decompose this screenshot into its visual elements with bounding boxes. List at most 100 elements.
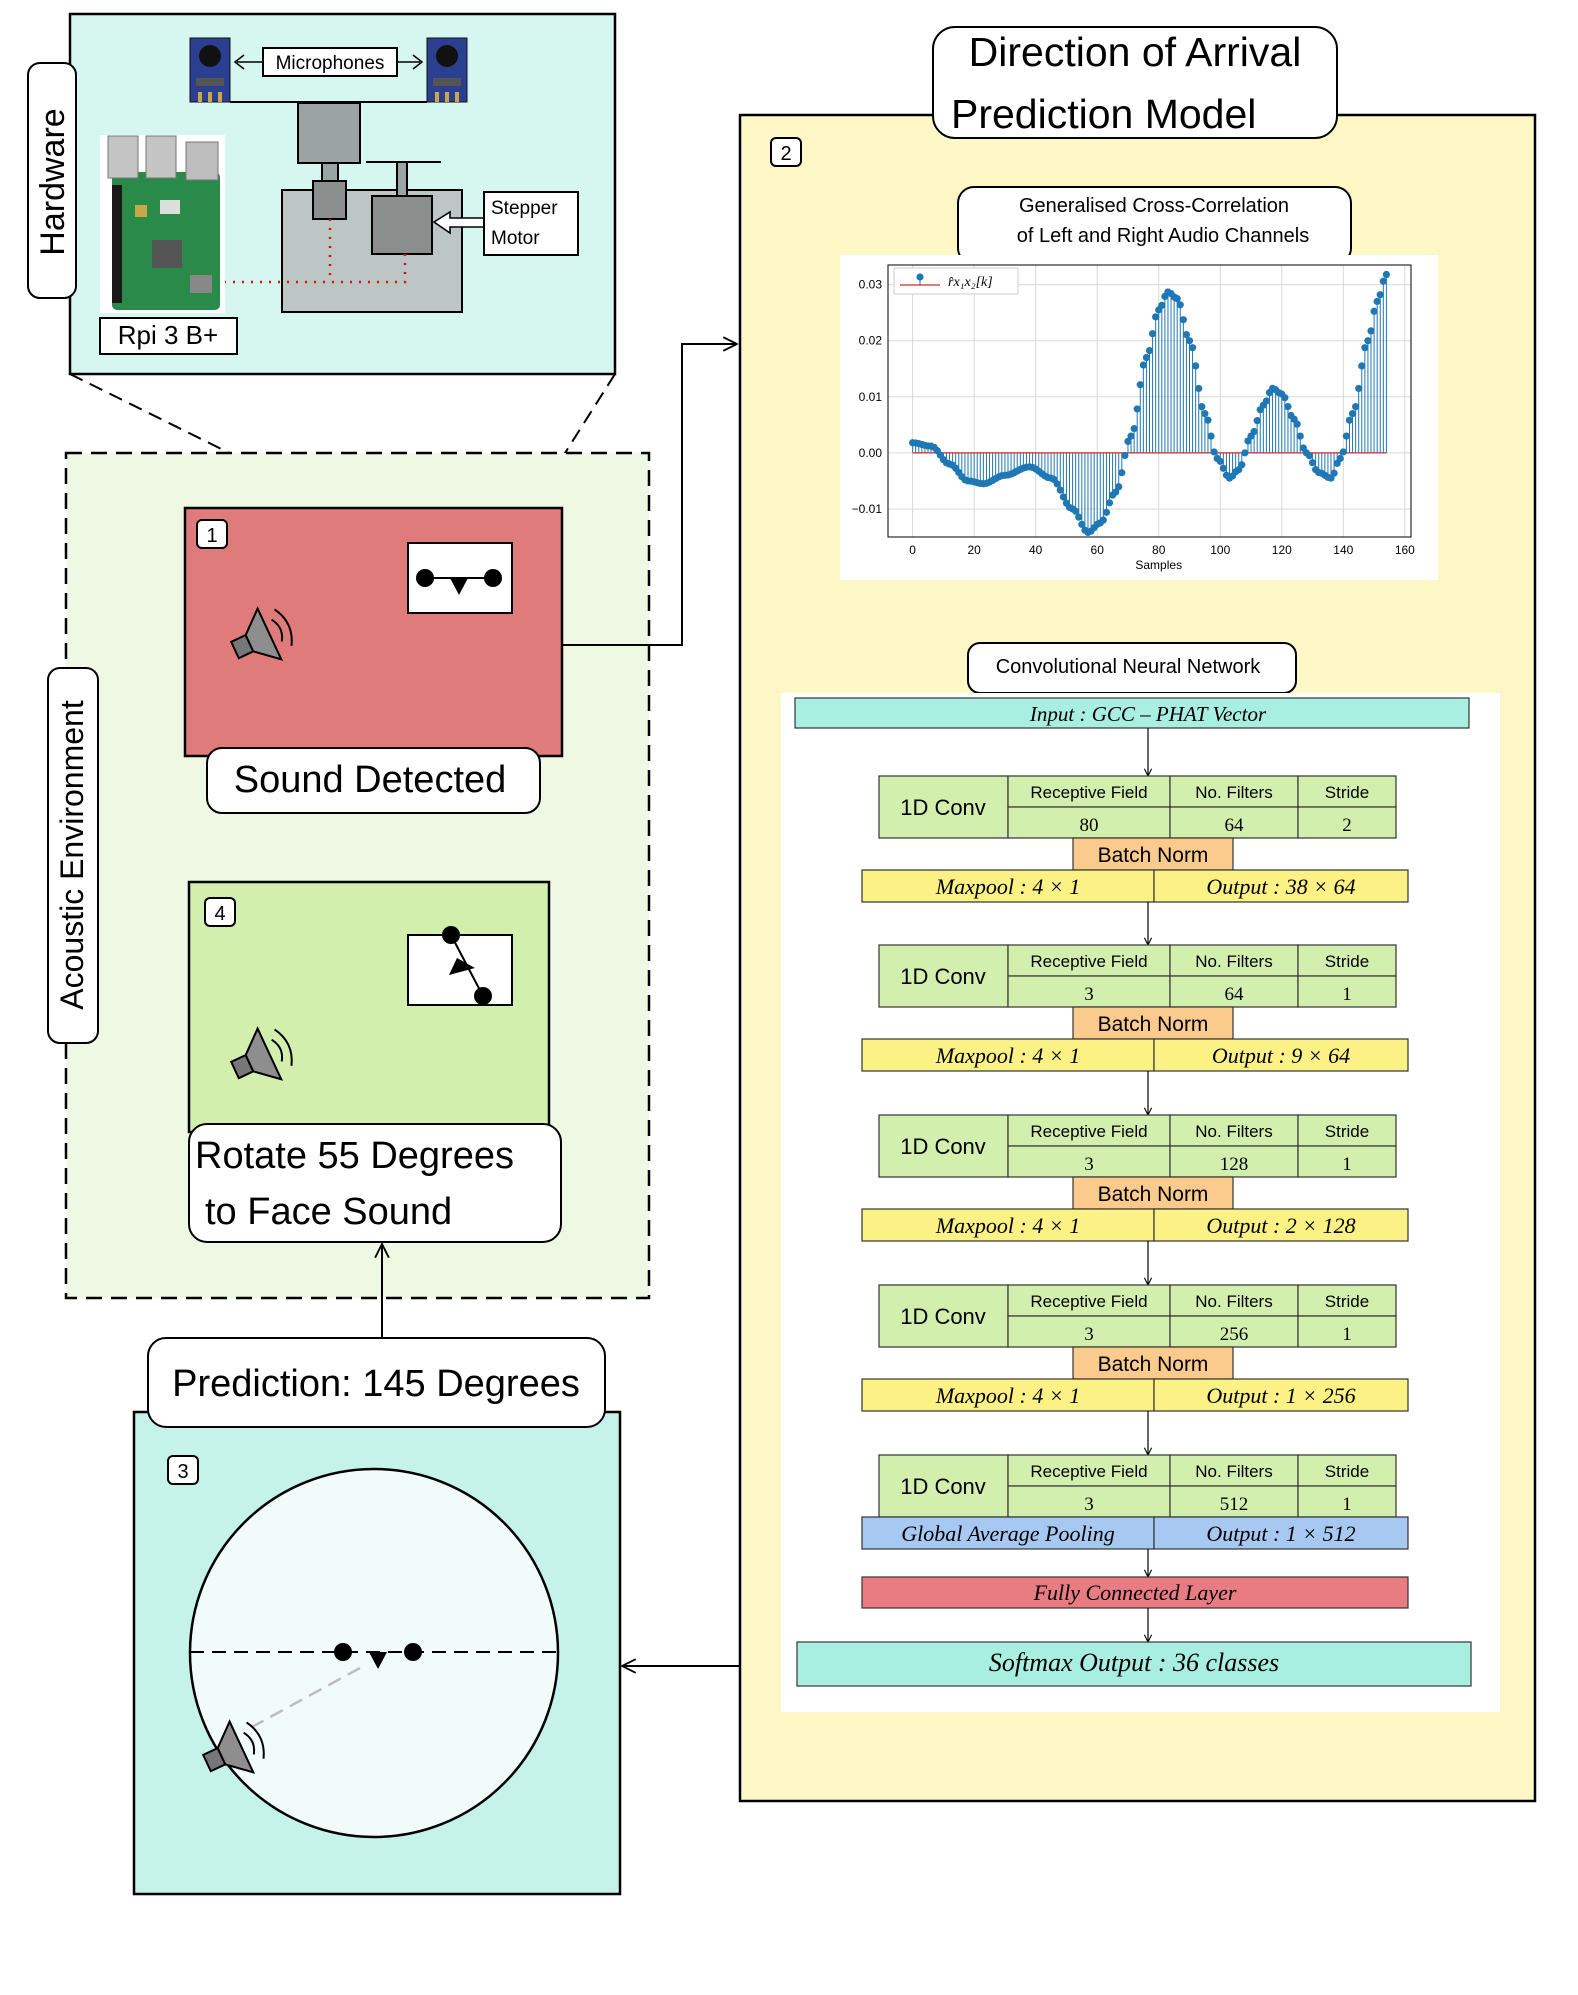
column-header: Stride bbox=[1325, 952, 1369, 971]
layer-value: 1 bbox=[1342, 984, 1352, 1005]
speaker-icon bbox=[201, 1719, 265, 1774]
stem-marker bbox=[1075, 513, 1083, 521]
stem-marker bbox=[1253, 417, 1261, 425]
stem-marker bbox=[1158, 301, 1166, 309]
maxpool-label: Maxpool : 4 × 1 bbox=[935, 1213, 1080, 1238]
stem-marker bbox=[1293, 420, 1301, 428]
stem-marker bbox=[1379, 277, 1387, 285]
stem-marker bbox=[1330, 469, 1338, 477]
column-header: Receptive Field bbox=[1030, 1292, 1147, 1311]
input-layer bbox=[794, 697, 1470, 729]
maxpool-label: Maxpool : 4 × 1 bbox=[935, 1383, 1080, 1408]
layer-value: 128 bbox=[1220, 1154, 1249, 1175]
stem-marker bbox=[1370, 307, 1378, 315]
stem-marker bbox=[1179, 316, 1187, 324]
hardware-panel: Microphones Stepper Motor bbox=[68, 12, 617, 376]
step4-caption-line1: Rotate 55 Degrees bbox=[195, 1135, 514, 1177]
x-tick-label: 140 bbox=[1333, 543, 1353, 557]
microphones-label: Microphones bbox=[276, 53, 385, 74]
stem-marker bbox=[1152, 313, 1160, 321]
y-tick-label: −0.01 bbox=[852, 502, 883, 516]
layer-value: 64 bbox=[1225, 984, 1245, 1005]
stem-marker bbox=[1339, 448, 1347, 456]
robot-head-icon bbox=[416, 569, 502, 595]
column-header: Stride bbox=[1325, 1122, 1369, 1141]
layer-value: 1 bbox=[1342, 1324, 1352, 1345]
stem-marker bbox=[1130, 424, 1138, 433]
batch-norm bbox=[1072, 837, 1234, 871]
fully-connected-label: Fully Connected Layer bbox=[1033, 1580, 1237, 1605]
batch-norm-label: Batch Norm bbox=[1098, 1013, 1209, 1036]
stem-marker bbox=[1136, 381, 1144, 389]
stem-marker bbox=[1105, 499, 1114, 507]
conv-label: 1D Conv bbox=[900, 1134, 986, 1159]
conv-label: 1D Conv bbox=[900, 964, 986, 989]
stem-marker bbox=[1364, 337, 1372, 345]
conv-label: 1D Conv bbox=[900, 795, 986, 820]
model-panel: Direction of Arrival Prediction Model 2 … bbox=[738, 26, 1537, 1803]
stem-marker bbox=[1348, 410, 1357, 418]
stem-marker bbox=[1182, 330, 1191, 339]
output-cell bbox=[1153, 869, 1409, 903]
raspberry-pi-icon bbox=[100, 135, 225, 313]
batch-norm-label: Batch Norm bbox=[1098, 1353, 1209, 1376]
stem-marker bbox=[1115, 483, 1123, 491]
environment-title: Acoustic Environment bbox=[54, 700, 90, 1010]
stem-marker bbox=[1342, 432, 1350, 440]
layer-value: 3 bbox=[1084, 1154, 1094, 1175]
stem-marker bbox=[1262, 397, 1271, 405]
stem-marker bbox=[1188, 344, 1197, 352]
legend-label: r̂x₁x₂[k] bbox=[948, 275, 993, 290]
y-tick-label: 0.03 bbox=[859, 278, 883, 292]
step3-number: 3 bbox=[177, 1461, 188, 1483]
stem-marker bbox=[1173, 295, 1181, 303]
output-label: Output : 9 × 64 bbox=[1212, 1043, 1350, 1068]
stem-marker bbox=[1308, 459, 1317, 467]
column-header: No. Filters bbox=[1195, 1292, 1272, 1311]
stem-marker bbox=[1198, 403, 1206, 411]
stem-marker bbox=[1305, 452, 1314, 460]
speaker-icon bbox=[229, 1026, 293, 1081]
layer-value: 1 bbox=[1342, 1494, 1352, 1515]
stem-marker bbox=[1238, 461, 1246, 469]
batch-norm-label: Batch Norm bbox=[1098, 844, 1209, 867]
stem-marker bbox=[1148, 330, 1157, 338]
arrow-to-model bbox=[562, 344, 737, 646]
global-pool-cell bbox=[861, 1516, 1155, 1550]
stem-marker bbox=[1139, 361, 1147, 369]
stepper-label-line1: Stepper bbox=[491, 198, 558, 219]
output-label: Output : 2 × 128 bbox=[1206, 1213, 1355, 1238]
model-title-line1: Direction of Arrival bbox=[969, 29, 1302, 75]
x-axis-label: Samples bbox=[1135, 558, 1182, 572]
maxpool-label: Maxpool : 4 × 1 bbox=[935, 874, 1080, 899]
output-label: Output : 1 × 256 bbox=[1206, 1383, 1355, 1408]
step3-prediction: 3 Prediction: 145 Degrees bbox=[132, 1337, 622, 1896]
column-header: Receptive Field bbox=[1030, 952, 1147, 971]
output-label: Output : 1 × 512 bbox=[1206, 1521, 1355, 1546]
layer-value: 256 bbox=[1220, 1324, 1249, 1345]
y-tick-label: 0.02 bbox=[859, 334, 883, 348]
plot-frame bbox=[887, 264, 1412, 538]
column-header: Receptive Field bbox=[1030, 783, 1147, 802]
stem-marker bbox=[1145, 346, 1154, 355]
stem-marker bbox=[1072, 507, 1080, 515]
column-header: No. Filters bbox=[1195, 783, 1272, 802]
x-tick-label: 40 bbox=[1029, 543, 1043, 557]
stem-marker bbox=[1053, 480, 1061, 488]
stem-marker bbox=[1296, 432, 1304, 440]
stem-marker bbox=[1382, 270, 1390, 279]
stem-marker bbox=[1358, 362, 1366, 370]
x-tick-label: 160 bbox=[1395, 543, 1415, 557]
step4-number: 4 bbox=[214, 903, 225, 925]
softmax-label: Softmax Output : 36 classes bbox=[989, 1648, 1279, 1677]
rotated-robot-head-icon bbox=[442, 926, 492, 1005]
stem-marker bbox=[1216, 457, 1224, 465]
stem-marker bbox=[1210, 448, 1218, 456]
robot-head-icon bbox=[334, 1643, 422, 1669]
batch-norm bbox=[1072, 1176, 1234, 1210]
stem-marker bbox=[1241, 449, 1249, 457]
stem-marker bbox=[1142, 353, 1151, 362]
